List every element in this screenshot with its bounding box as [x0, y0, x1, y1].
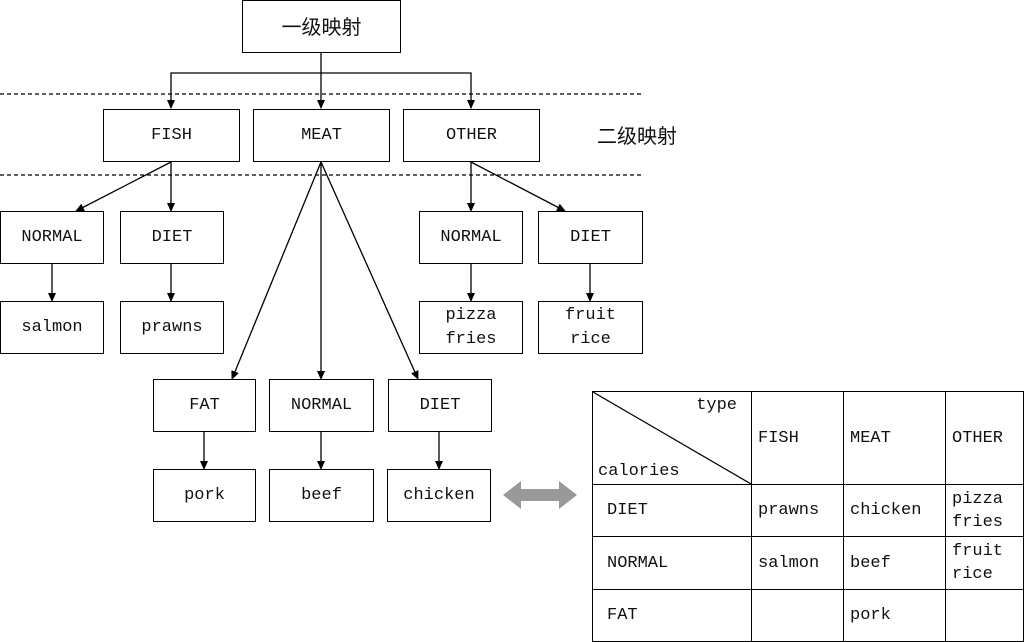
category-meat: MEAT [253, 109, 390, 162]
meat-normal-box: NORMAL [269, 379, 374, 432]
table-cell: beef [843, 536, 946, 590]
table-corner-cell: type calories [592, 391, 752, 485]
connector-layer [0, 52, 642, 509]
row-header: DIET [592, 484, 752, 537]
table-cell: fruit rice [945, 536, 1024, 590]
category-other: OTHER [403, 109, 540, 162]
row-header: NORMAL [592, 536, 752, 590]
table-row: DIET prawns chicken pizza fries [592, 484, 1024, 537]
food-prawns: prawns [120, 301, 224, 354]
meat-fat-box: FAT [153, 379, 256, 432]
category-connectors [75, 161, 566, 380]
food-salmon: salmon [0, 301, 104, 354]
row-header: FAT [592, 589, 752, 642]
mapping-table: type calories FISH MEAT OTHER DIET prawn… [592, 391, 1024, 642]
table-row: NORMAL salmon beef fruit rice [592, 536, 1024, 590]
table-cell: salmon [751, 536, 844, 590]
table-cell: chicken [843, 484, 946, 537]
double-arrow-icon [503, 481, 577, 509]
fish-diet-box: DIET [120, 211, 224, 264]
food-connectors [48, 264, 594, 470]
food-pizza-fries: pizza fries [419, 301, 523, 354]
table-cell [751, 589, 844, 642]
root-connectors [167, 52, 475, 109]
table-row: FAT pork [592, 589, 1024, 642]
table-cell: prawns [751, 484, 844, 537]
other-normal-box: NORMAL [419, 211, 523, 264]
other-diet-box: DIET [538, 211, 643, 264]
root-box: 一级映射 [242, 0, 401, 53]
column-header: MEAT [843, 391, 946, 485]
corner-diagonal [593, 392, 751, 484]
food-pork: pork [153, 469, 256, 522]
food-chicken: chicken [387, 469, 491, 522]
table-header-row: type calories FISH MEAT OTHER [592, 391, 1024, 485]
fish-normal-box: NORMAL [0, 211, 104, 264]
column-header: OTHER [945, 391, 1024, 485]
category-fish: FISH [103, 109, 240, 162]
food-beef: beef [269, 469, 374, 522]
meat-diet-box: DIET [388, 379, 492, 432]
corner-calories-label: calories [598, 462, 680, 481]
corner-type-label: type [696, 396, 737, 415]
column-header: FISH [751, 391, 844, 485]
level2-label: 二级映射 [597, 124, 677, 148]
food-fruit-rice: fruit rice [538, 301, 643, 354]
table-cell: pork [843, 589, 946, 642]
table-cell: pizza fries [945, 484, 1024, 537]
table-cell [945, 589, 1024, 642]
